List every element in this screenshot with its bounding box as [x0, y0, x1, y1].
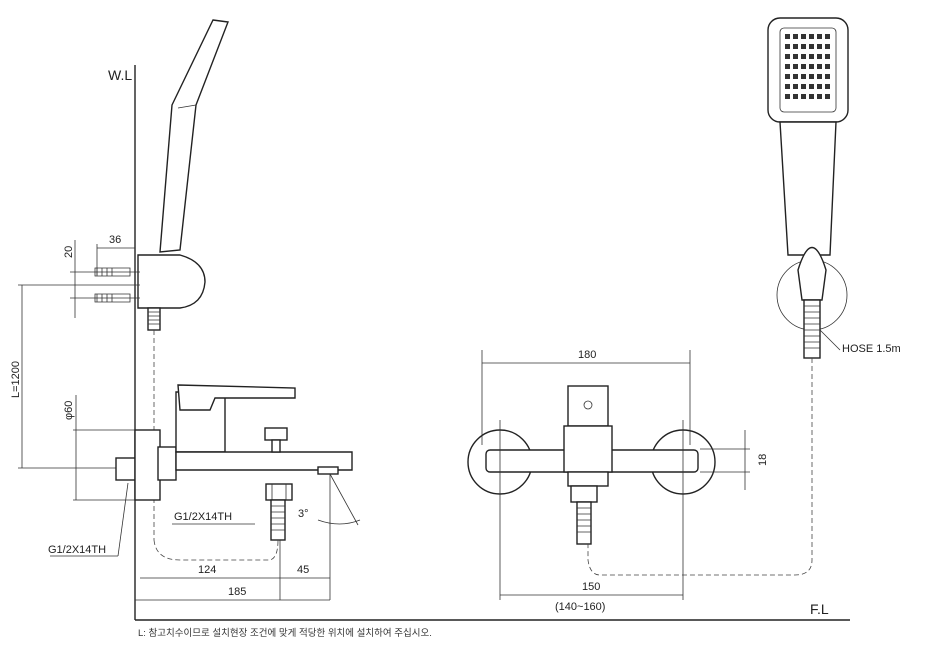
floor-line-label: F.L — [810, 601, 829, 617]
spray-nozzle — [793, 64, 798, 69]
spray-nozzle — [817, 64, 822, 69]
spray-nozzle — [793, 74, 798, 79]
spray-nozzle — [809, 64, 814, 69]
svg-text:L=1200: L=1200 — [10, 361, 22, 398]
svg-text:20: 20 — [63, 246, 75, 258]
svg-text:150: 150 — [582, 581, 600, 593]
spray-nozzle — [793, 84, 798, 89]
spray-nozzle — [801, 94, 806, 99]
dimension-150: 150 (140~160) — [499, 500, 684, 613]
dimension-45: 45 — [280, 564, 330, 579]
svg-text:185: 185 — [228, 586, 246, 598]
spray-nozzle — [809, 34, 814, 39]
spray-nozzle — [785, 74, 790, 79]
wall-line-label: W.L — [108, 67, 132, 83]
spray-nozzle — [809, 84, 814, 89]
spray-nozzle — [825, 64, 830, 69]
svg-text:18: 18 — [757, 454, 769, 466]
spray-nozzle — [825, 34, 830, 39]
installation-note: L: 참고치수이므로 설치현장 조건에 맞게 적당한 위치에 설치하여 주십시오… — [138, 627, 432, 639]
spray-nozzle — [825, 44, 830, 49]
dimension-20: 20 — [63, 240, 76, 318]
dimension-18: 18 — [700, 430, 769, 490]
spray-nozzle — [785, 64, 790, 69]
spray-nozzle — [817, 34, 822, 39]
spray-nozzle — [801, 54, 806, 59]
dimension-36: 36 — [96, 234, 135, 275]
hose-label: HOSE 1.5m — [842, 343, 901, 355]
svg-text:124: 124 — [198, 564, 216, 576]
spray-nozzle — [817, 84, 822, 89]
dimension-range: (140~160) — [555, 601, 605, 613]
thread-label-body: G1/2X14TH — [174, 511, 232, 523]
spray-nozzle — [809, 44, 814, 49]
spray-nozzle — [785, 54, 790, 59]
svg-text:180: 180 — [578, 349, 596, 361]
faucet-side-view — [134, 384, 361, 541]
hand-shower-side-view — [137, 19, 279, 561]
spray-nozzle — [793, 44, 798, 49]
dimension-185: 185 — [135, 586, 330, 601]
spray-nozzle — [809, 74, 814, 79]
dimension-180: 180 — [481, 349, 691, 445]
spray-nozzle — [817, 94, 822, 99]
angle-label: 3° — [298, 508, 309, 520]
spray-nozzle — [825, 74, 830, 79]
svg-text:45: 45 — [297, 564, 309, 576]
spray-nozzle — [801, 74, 806, 79]
spray-nozzle — [793, 54, 798, 59]
spray-nozzle — [825, 54, 830, 59]
spray-nozzle — [785, 44, 790, 49]
svg-text:36: 36 — [109, 234, 121, 246]
spray-nozzle — [793, 94, 798, 99]
spray-nozzle — [817, 44, 822, 49]
spray-nozzle — [785, 84, 790, 89]
wall-anchors — [70, 267, 140, 303]
spray-nozzle — [785, 94, 790, 99]
spray-nozzle — [793, 34, 798, 39]
spray-nozzle — [785, 34, 790, 39]
faucet-front-view — [467, 385, 716, 545]
spray-nozzle — [801, 34, 806, 39]
hand-shower-front-view — [587, 17, 849, 576]
spray-nozzle — [825, 94, 830, 99]
spray-nozzle — [825, 84, 830, 89]
dimension-124: 124 — [140, 474, 331, 600]
svg-text:G1/2X14TH: G1/2X14TH — [48, 544, 106, 556]
spray-nozzle — [801, 84, 806, 89]
dimension-l-1200: L=1200 — [10, 284, 140, 469]
spray-nozzle — [817, 74, 822, 79]
spray-nozzle — [801, 64, 806, 69]
spray-nozzle — [809, 94, 814, 99]
svg-text:φ60: φ60 — [63, 401, 75, 420]
spray-nozzle — [801, 44, 806, 49]
thread-label-left: G1/2X14TH — [48, 457, 136, 557]
spray-nozzle — [809, 54, 814, 59]
spray-nozzle — [817, 54, 822, 59]
